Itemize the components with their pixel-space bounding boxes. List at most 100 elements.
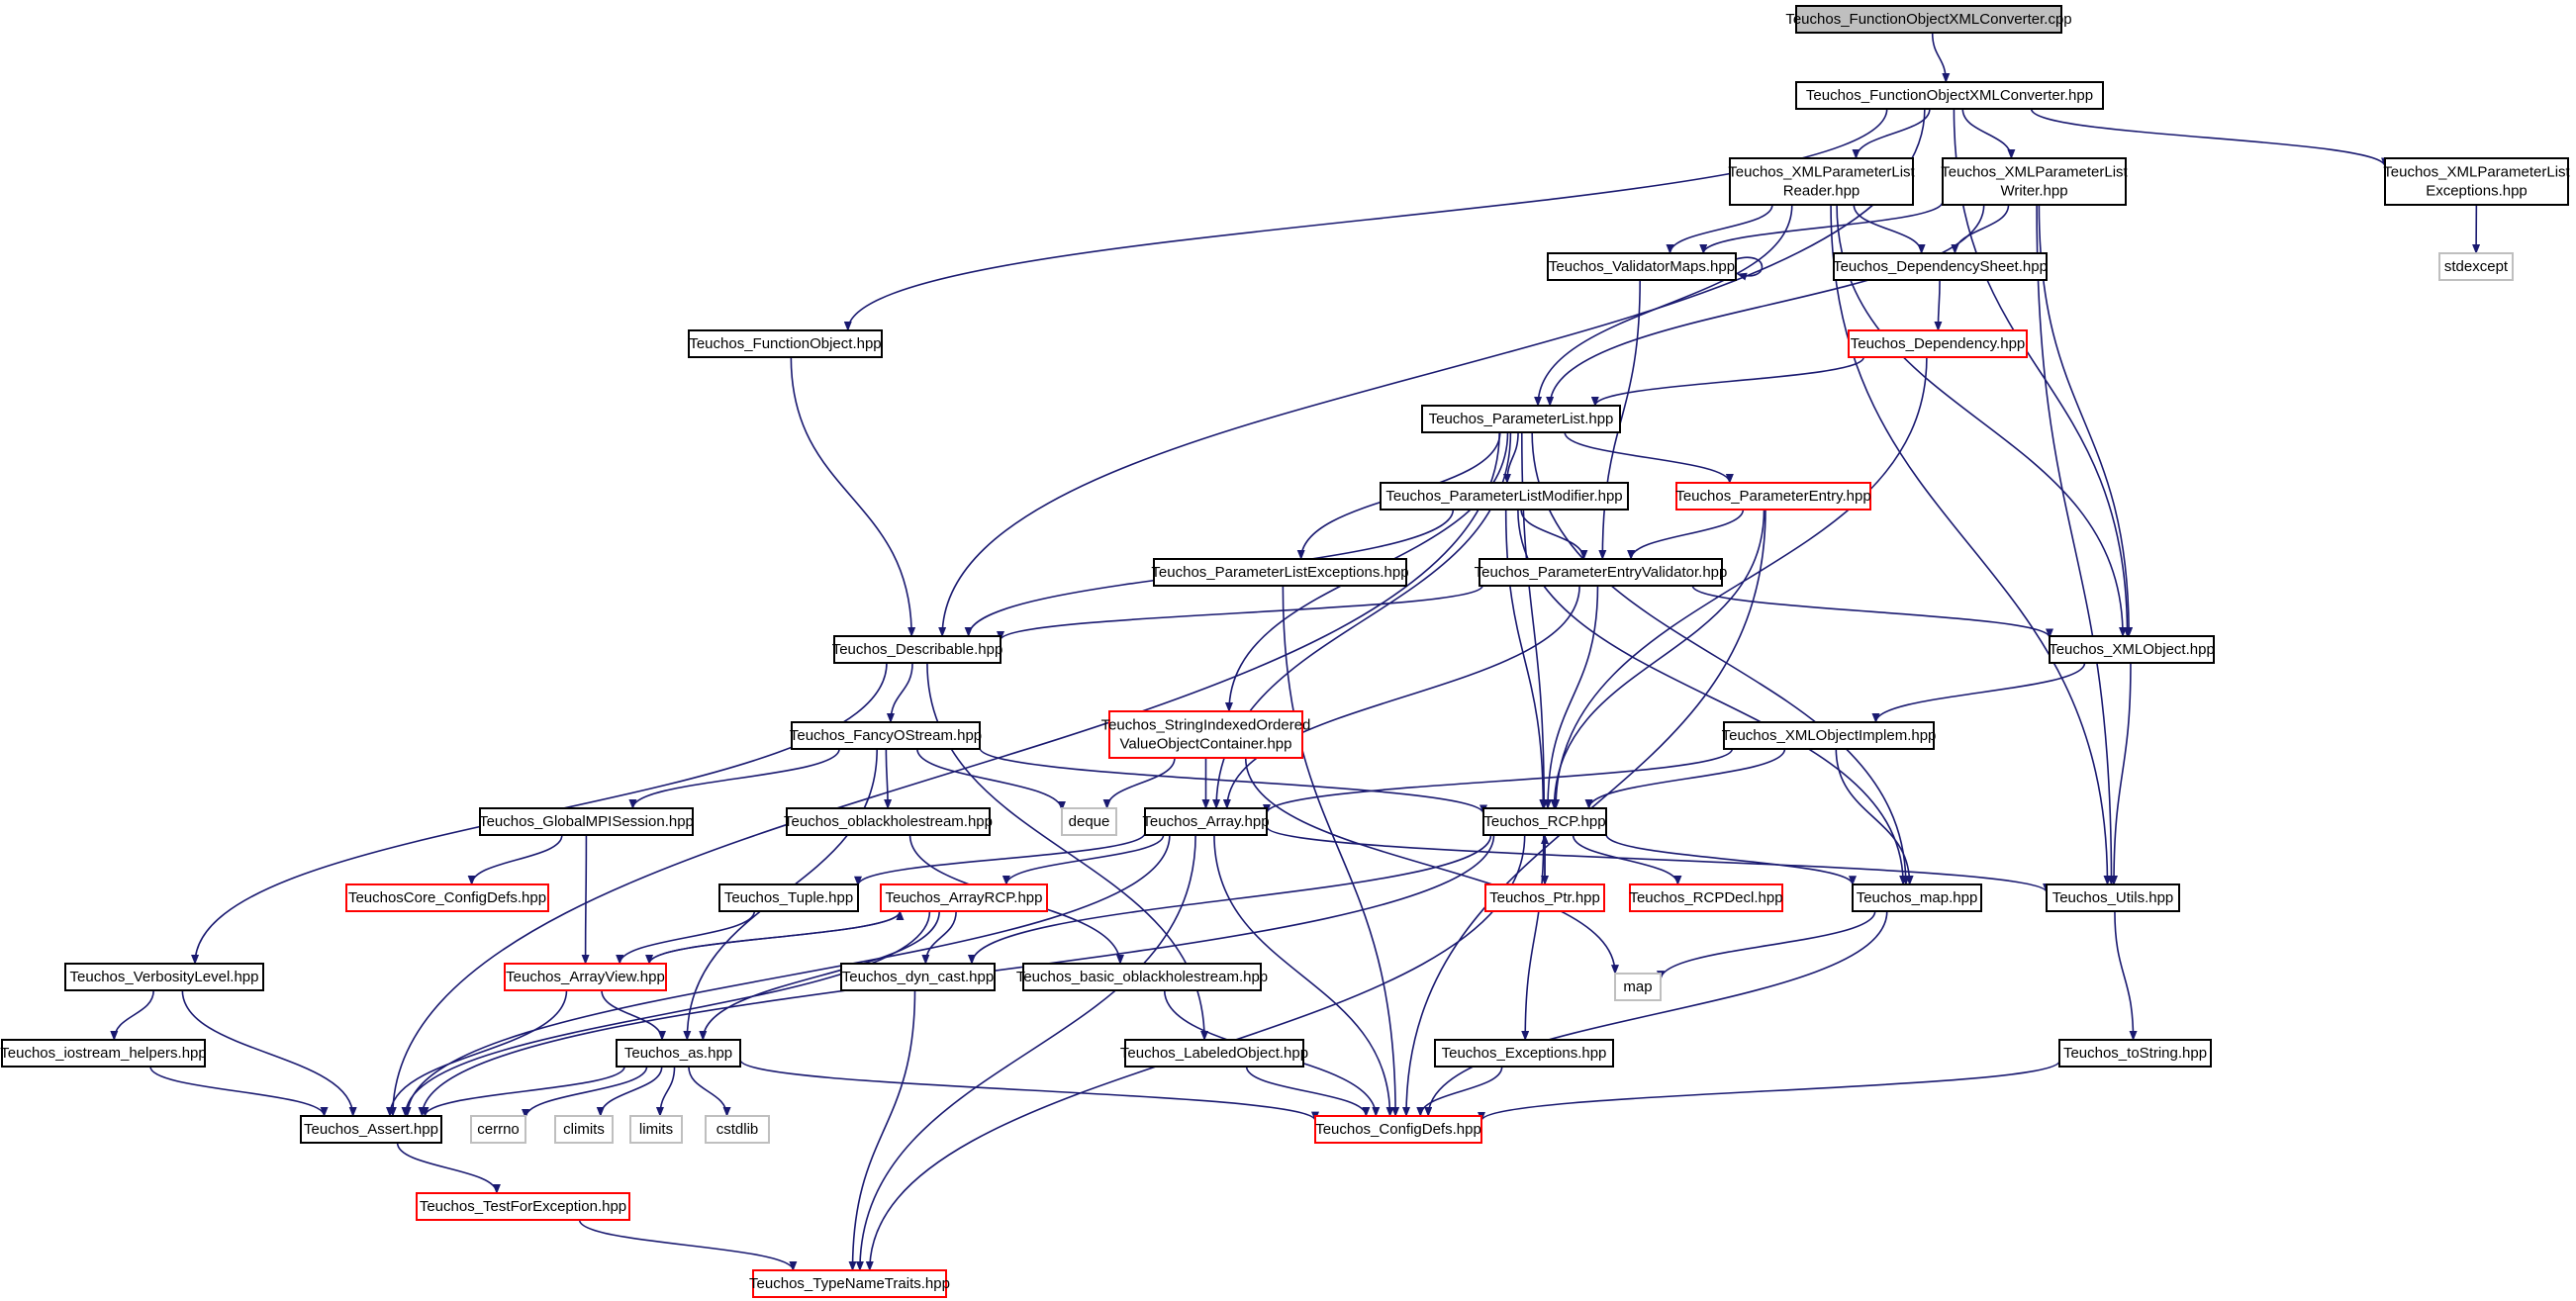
node-plmod[interactable]: Teuchos_ParameterListModifier.hpp (1380, 482, 1629, 511)
node-box-xmlimpl[interactable] (1723, 721, 1935, 750)
node-tostr[interactable]: Teuchos_toString.hpp (2058, 1039, 2212, 1068)
node-box-array[interactable] (1144, 807, 1268, 836)
node-box-obh[interactable] (786, 807, 991, 836)
node-verb[interactable]: Teuchos_VerbosityLevel.hpp (64, 963, 264, 991)
node-box-pentry[interactable] (1675, 482, 1871, 511)
node-xmlobj[interactable]: Teuchos_XMLObject.hpp (2049, 635, 2215, 664)
node-labeled[interactable]: Teuchos_LabeledObject.hpp (1120, 1039, 1308, 1068)
node-box-arcp[interactable] (880, 883, 1048, 912)
node-box-aview[interactable] (504, 963, 667, 991)
node-box-deque[interactable] (1061, 807, 1117, 836)
node-aview[interactable]: Teuchos_ArrayView.hpp (504, 963, 667, 991)
node-box-ccdefs[interactable] (345, 883, 549, 912)
node-cfgdefs[interactable]: Teuchos_ConfigDefs.hpp (1314, 1115, 1482, 1144)
node-descr[interactable]: Teuchos_Describable.hpp (832, 635, 1003, 664)
node-box-climits[interactable] (554, 1115, 614, 1144)
node-xmlimpl[interactable]: Teuchos_XMLObjectImplem.hpp (1722, 721, 1937, 750)
node-box-funcobj[interactable] (688, 329, 883, 358)
node-stdexcept[interactable]: stdexcept (2438, 252, 2514, 281)
node-box-limits[interactable] (629, 1115, 683, 1144)
node-box-tnt[interactable] (752, 1269, 947, 1298)
node-rcp[interactable]: Teuchos_RCP.hpp (1482, 807, 1607, 836)
node-box-plexc[interactable] (1153, 558, 1407, 587)
node-climits[interactable]: climits (554, 1115, 614, 1144)
node-deque[interactable]: deque (1061, 807, 1117, 836)
node-limits[interactable]: limits (629, 1115, 683, 1144)
node-box-exc[interactable] (1434, 1039, 1614, 1068)
node-funcobj[interactable]: Teuchos_FunctionObject.hpp (688, 329, 883, 358)
node-plist[interactable]: Teuchos_ParameterList.hpp (1421, 405, 1621, 433)
node-box-sioc[interactable] (1108, 710, 1303, 759)
node-box-tfe[interactable] (416, 1192, 630, 1221)
node-box-cerrno[interactable] (470, 1115, 526, 1144)
node-box-cfgdefs[interactable] (1314, 1115, 1482, 1144)
node-array[interactable]: Teuchos_Array.hpp (1142, 807, 1270, 836)
node-box-as[interactable] (616, 1039, 741, 1068)
node-box-rcp[interactable] (1482, 807, 1607, 836)
node-box-dyncast[interactable] (840, 963, 996, 991)
node-utils[interactable]: Teuchos_Utils.hpp (2046, 883, 2180, 912)
node-box-ptr[interactable] (1484, 883, 1605, 912)
node-box-map[interactable] (1614, 973, 1662, 1001)
node-ccdefs[interactable]: TeuchosCore_ConfigDefs.hpp (345, 883, 549, 912)
node-box-dep[interactable] (1848, 329, 2028, 358)
node-box-utils[interactable] (2046, 883, 2180, 912)
node-box-xmlobj[interactable] (2049, 635, 2215, 664)
node-exc[interactable]: Teuchos_Exceptions.hpp (1434, 1039, 1614, 1068)
node-dyncast[interactable]: Teuchos_dyn_cast.hpp (840, 963, 996, 991)
node-assert[interactable]: Teuchos_Assert.hpp (300, 1115, 442, 1144)
node-box-gmpi[interactable] (479, 807, 694, 836)
node-box-ioh[interactable] (1, 1039, 206, 1068)
node-box-stdexcept[interactable] (2438, 252, 2514, 281)
node-box-root[interactable] (1795, 5, 2062, 34)
node-depsheet[interactable]: Teuchos_DependencySheet.hpp (1833, 252, 2048, 281)
node-gmpi[interactable]: Teuchos_GlobalMPISession.hpp (479, 807, 694, 836)
node-box-pev[interactable] (1479, 558, 1723, 587)
node-arcp[interactable]: Teuchos_ArrayRCP.hpp (880, 883, 1048, 912)
node-box-descr[interactable] (833, 635, 1002, 664)
node-map[interactable]: map (1614, 973, 1662, 1001)
node-box-assert[interactable] (300, 1115, 442, 1144)
node-pentry[interactable]: Teuchos_ParameterEntry.hpp (1675, 482, 1871, 511)
node-ioh[interactable]: Teuchos_iostream_helpers.hpp (0, 1039, 207, 1068)
node-cerrno[interactable]: cerrno (470, 1115, 526, 1144)
node-box-tuple[interactable] (718, 883, 859, 912)
node-sioc[interactable]: Teuchos_StringIndexedOrderedValueObjectC… (1101, 710, 1311, 759)
node-box-bobh[interactable] (1022, 963, 1262, 991)
node-dep[interactable]: Teuchos_Dependency.hpp (1848, 329, 2028, 358)
node-box-xple[interactable] (2384, 157, 2569, 206)
node-box-plmod[interactable] (1380, 482, 1629, 511)
node-bobh[interactable]: Teuchos_basic_oblackholestream.hpp (1016, 963, 1268, 991)
node-box-tostr[interactable] (2058, 1039, 2212, 1068)
node-box-vmaps[interactable] (1547, 252, 1737, 281)
node-fos[interactable]: Teuchos_FancyOStream.hpp (790, 721, 982, 750)
node-box-labeled[interactable] (1124, 1039, 1304, 1068)
node-as[interactable]: Teuchos_as.hpp (616, 1039, 741, 1068)
node-cstdlib[interactable]: cstdlib (705, 1115, 770, 1144)
node-pev[interactable]: Teuchos_ParameterEntryValidator.hpp (1475, 558, 1728, 587)
node-root[interactable]: Teuchos_FunctionObjectXMLConverter.cpp (1785, 5, 2072, 34)
node-tmap[interactable]: Teuchos_map.hpp (1852, 883, 1982, 912)
node-box-foxh[interactable] (1795, 81, 2104, 110)
node-box-fos[interactable] (791, 721, 981, 750)
node-box-plist[interactable] (1421, 405, 1621, 433)
node-obh[interactable]: Teuchos_oblackholestream.hpp (784, 807, 993, 836)
node-box-depsheet[interactable] (1833, 252, 2048, 281)
node-box-tmap[interactable] (1852, 883, 1982, 912)
node-plexc[interactable]: Teuchos_ParameterListExceptions.hpp (1151, 558, 1409, 587)
node-ptr[interactable]: Teuchos_Ptr.hpp (1484, 883, 1605, 912)
node-tuple[interactable]: Teuchos_Tuple.hpp (718, 883, 859, 912)
node-foxh[interactable]: Teuchos_FunctionObjectXMLConverter.hpp (1795, 81, 2104, 110)
node-vmaps[interactable]: Teuchos_ValidatorMaps.hpp (1547, 252, 1737, 281)
node-tfe[interactable]: Teuchos_TestForException.hpp (416, 1192, 630, 1221)
node-rcpdecl[interactable]: Teuchos_RCPDecl.hpp (1629, 883, 1783, 912)
node-box-rcpdecl[interactable] (1629, 883, 1783, 912)
node-box-cstdlib[interactable] (705, 1115, 770, 1144)
node-tnt[interactable]: Teuchos_TypeNameTraits.hpp (749, 1269, 950, 1298)
node-box-xplw[interactable] (1942, 157, 2127, 206)
node-box-verb[interactable] (64, 963, 264, 991)
node-box-xplr[interactable] (1729, 157, 1914, 206)
